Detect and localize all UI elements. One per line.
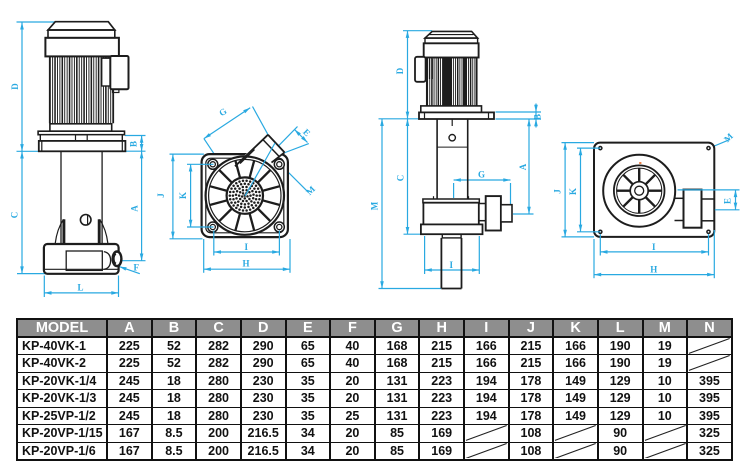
svg-text:J: J (156, 193, 166, 198)
svg-text:K: K (178, 192, 188, 199)
svg-text:B: B (129, 141, 139, 147)
svg-text:A: A (130, 205, 140, 212)
svg-text:E: E (301, 127, 312, 138)
svg-text:E: E (722, 198, 732, 204)
svg-text:G: G (478, 169, 485, 179)
svg-text:C: C (10, 212, 20, 219)
svg-text:J: J (552, 189, 562, 194)
svg-text:K: K (568, 188, 578, 195)
svg-text:I: I (449, 260, 453, 270)
svg-text:L: L (77, 282, 83, 292)
svg-text:D: D (10, 83, 20, 90)
svg-text:C: C (396, 175, 406, 182)
svg-text:D: D (395, 67, 405, 74)
svg-text:A: A (518, 163, 528, 170)
svg-text:B: B (533, 114, 543, 120)
svg-text:F: F (134, 262, 140, 272)
svg-text:H: H (242, 258, 249, 268)
svg-text:I: I (244, 242, 248, 252)
svg-text:G: G (217, 106, 228, 118)
svg-text:M: M (370, 201, 380, 210)
svg-text:H: H (650, 265, 657, 275)
svg-text:I: I (652, 242, 656, 252)
svg-text:M: M (304, 184, 317, 197)
